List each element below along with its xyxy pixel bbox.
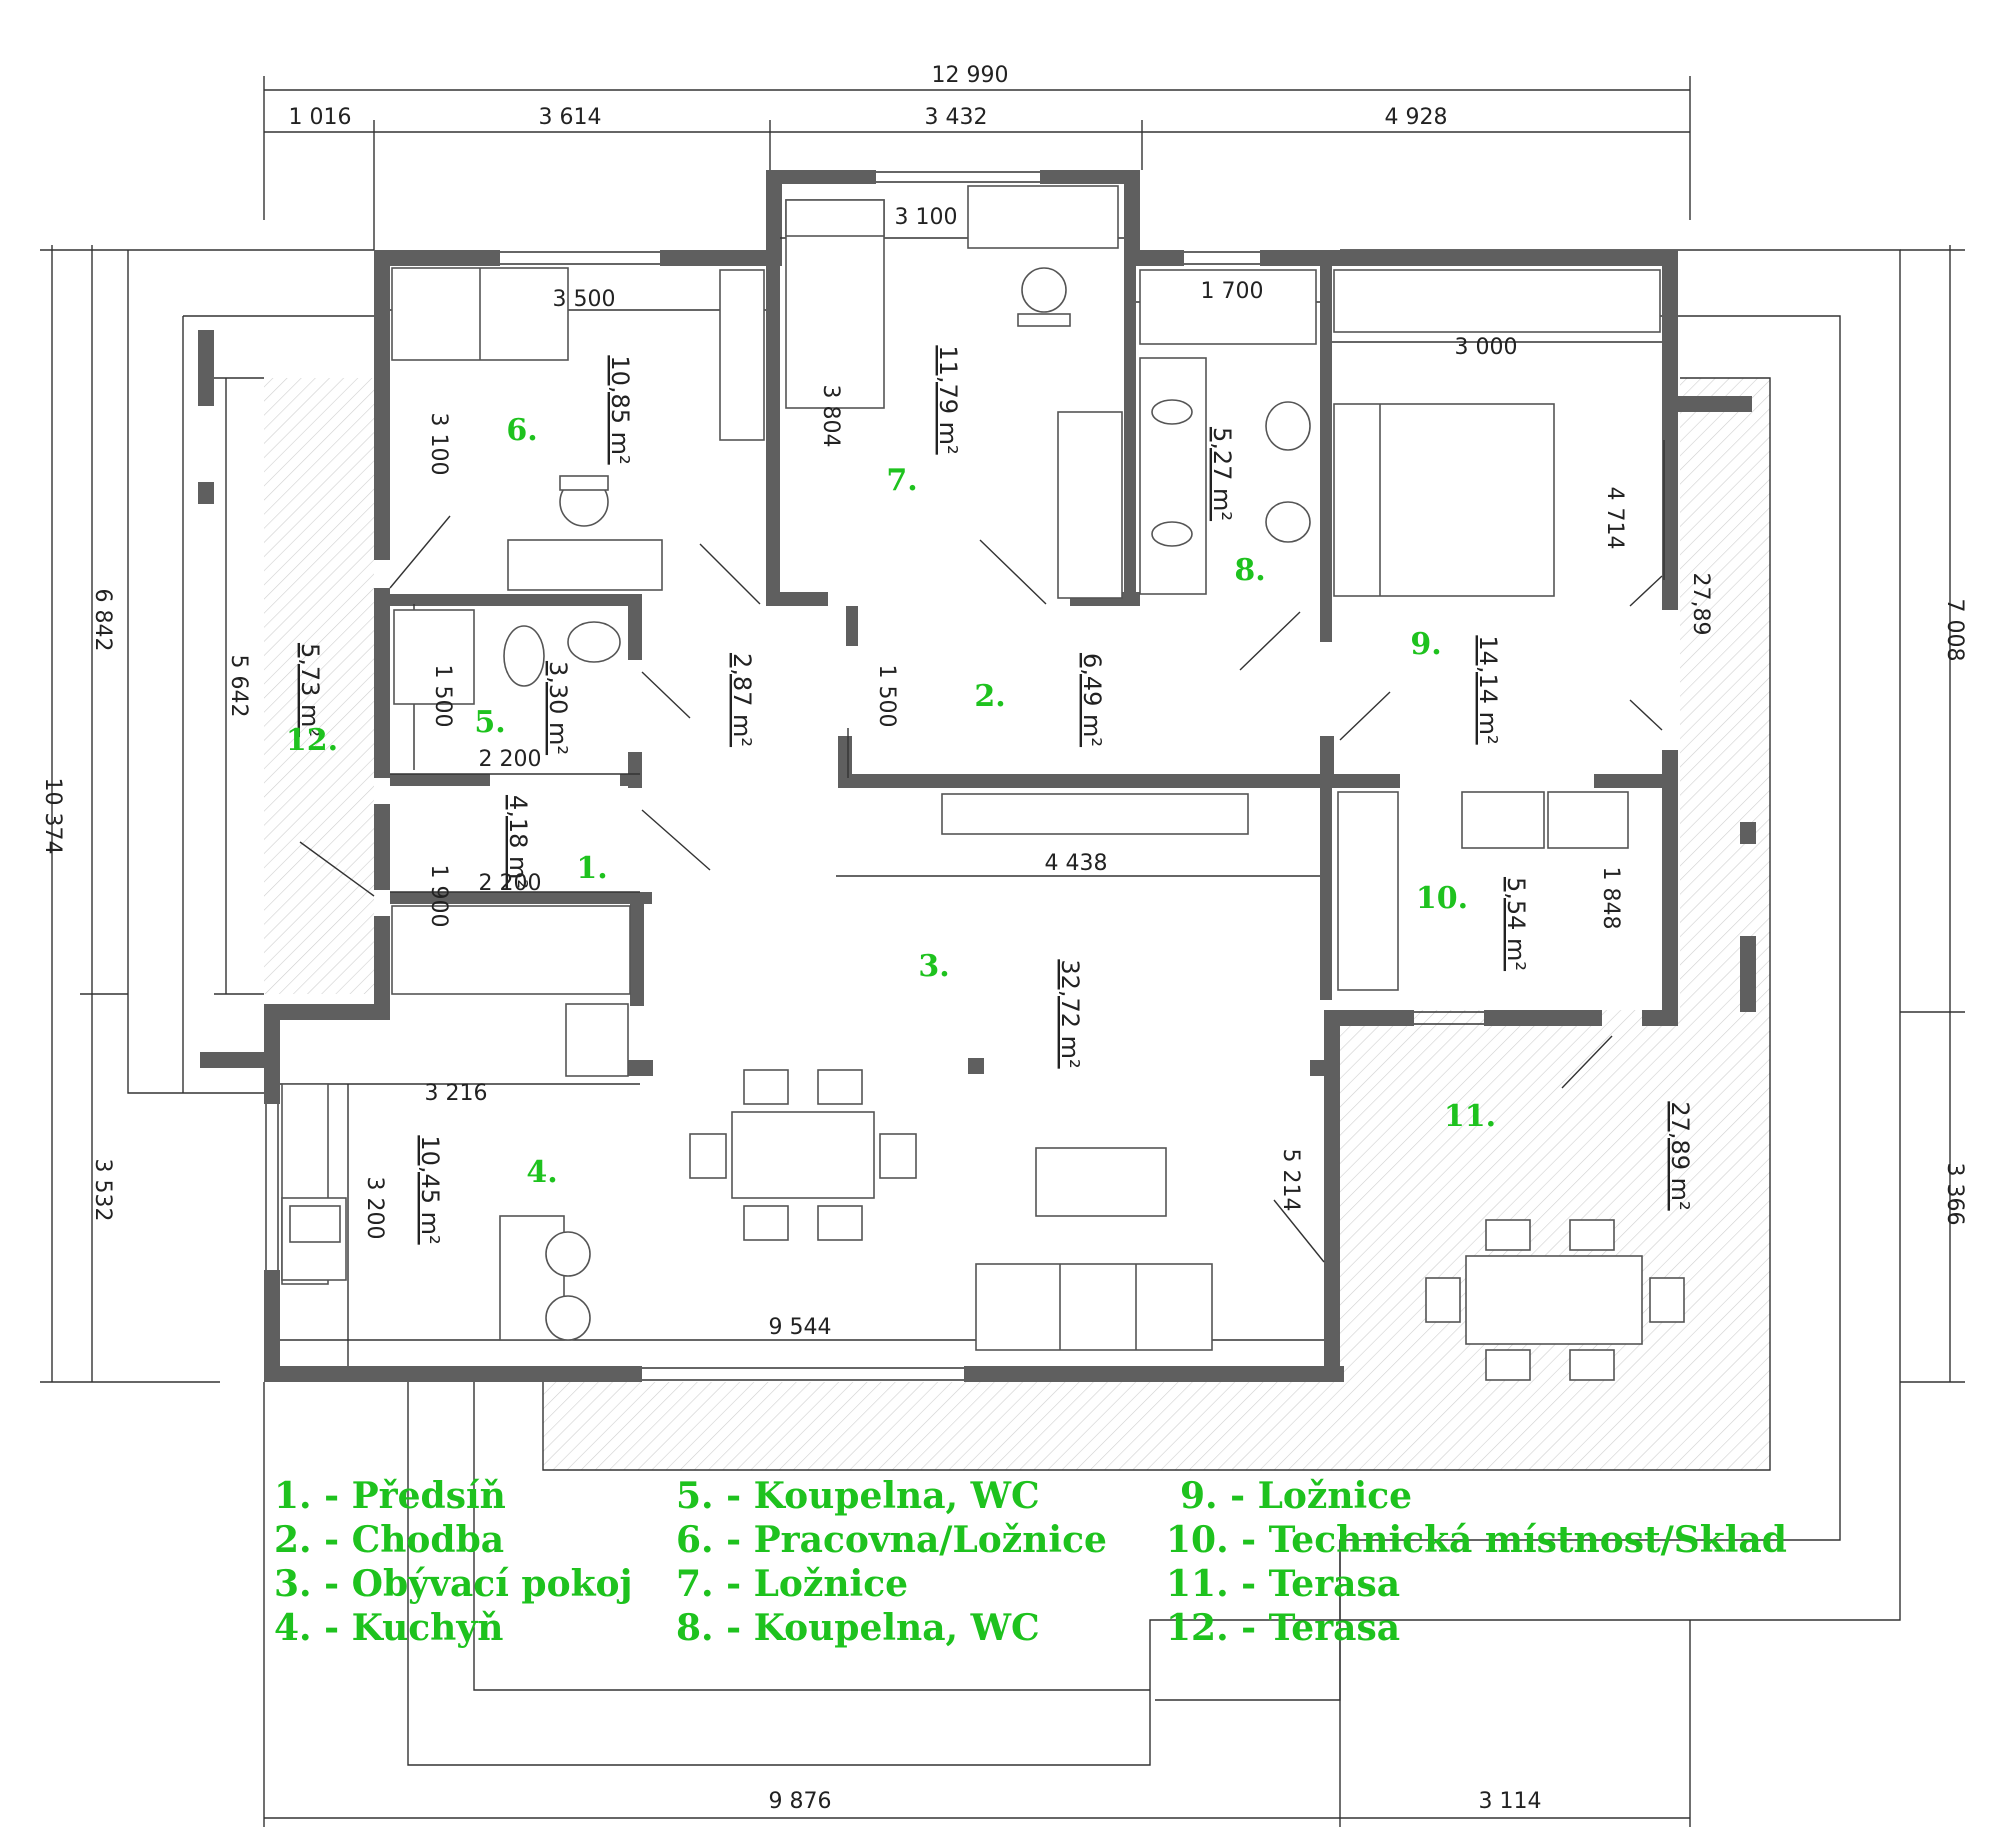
dim-room4-height: 3 200 <box>362 1177 387 1240</box>
dim-top-4: 4 928 <box>1385 105 1448 130</box>
dim-right-2: 3 366 <box>1942 1163 1967 1226</box>
dim-left-2: 3 532 <box>90 1159 115 1222</box>
site-outline-3 <box>182 315 374 1093</box>
terrace-11-hatch <box>543 378 1770 1470</box>
area-room12: 5,73 m² <box>296 643 324 737</box>
dim-top-1: 1 016 <box>289 105 352 130</box>
legend-item-4: 4. - Kuchyň <box>274 1607 503 1649</box>
dim-room8-width: 1 700 <box>1201 279 1264 304</box>
site-outline <box>127 249 374 1094</box>
room-number-3: 3. <box>918 949 949 984</box>
area-room3: 32,72 m² <box>1056 959 1084 1068</box>
dim-right-1: 7 008 <box>1942 599 1967 662</box>
legend-item-10: 10. - Technická místnost/Sklad <box>1166 1519 1787 1561</box>
dim-left-total: 10 374 <box>40 778 65 855</box>
room-number-11: 11. <box>1444 1099 1496 1134</box>
legend-item-1: 1. - Předsíň <box>274 1475 506 1517</box>
area-room1: 4,18 m² <box>504 795 532 889</box>
area-room10: 5,54 m² <box>1502 877 1530 971</box>
legend-item-6: 6. - Pracovna/Ložnice <box>676 1519 1107 1561</box>
legend-item-3: 3. - Obývací pokoj <box>274 1563 633 1605</box>
legend-item-9: 9. - Ložnice <box>1180 1475 1412 1517</box>
dim-room7-width: 3 100 <box>895 205 958 230</box>
room-number-12: 12. <box>286 723 338 758</box>
area-room7: 11,79 m² <box>934 345 962 454</box>
room-number-2: 2. <box>974 679 1005 714</box>
dim-top-total: 12 990 <box>932 63 1009 88</box>
area-room11: 27,89 m² <box>1666 1101 1694 1210</box>
area-room5: 3,30 m² <box>544 661 572 755</box>
legend-item-5: 5. - Koupelna, WC <box>676 1475 1040 1517</box>
walls <box>200 170 1752 1382</box>
windows <box>265 171 1665 1381</box>
dim-room1-width: 2 200 <box>479 871 542 896</box>
furniture <box>198 185 1756 1381</box>
dim-room7-height: 3 804 <box>818 385 843 448</box>
dim-room9-width: 3 000 <box>1455 335 1518 360</box>
dim-top-3: 3 432 <box>925 105 988 130</box>
dim-room5-width: 2 200 <box>479 747 542 772</box>
dim-left-1: 6 842 <box>90 589 115 652</box>
dim-bottom-1: 9 876 <box>769 1789 832 1814</box>
dim-room4-width: 3 216 <box>425 1081 488 1106</box>
dim-room2-height: 1 500 <box>874 665 899 728</box>
site-outline-4 <box>1155 315 1841 1701</box>
terrace-12-hatch <box>264 378 374 994</box>
area-room8: 5,27 m² <box>1208 427 1236 521</box>
room-number-8: 8. <box>1234 553 1265 588</box>
doors <box>299 515 1663 1263</box>
dim-bottom-2: 3 114 <box>1479 1789 1542 1814</box>
room-number-4: 4. <box>526 1155 557 1190</box>
dim-room6-height: 3 100 <box>426 413 451 476</box>
room-legend: 1. - Předsíň 2. - Chodba 3. - Obývací po… <box>274 1475 1787 1649</box>
dim-room9-height: 4 714 <box>1602 487 1627 550</box>
area-labels: 10,85 m² 11,79 m² 5,27 m² 14,14 m² 3,30 … <box>296 345 1694 1244</box>
dim-room3-height: 5 214 <box>1278 1149 1303 1212</box>
area-room2: 6,49 m² <box>1078 653 1106 747</box>
room-number-9: 9. <box>1410 627 1441 662</box>
area-corridor: 2,87 m² <box>728 653 756 747</box>
legend-item-12: 12. - Terasa <box>1166 1607 1400 1649</box>
dim-room1-height: 1 900 <box>426 865 451 928</box>
dim-room5-height: 1 500 <box>430 665 455 728</box>
room-number-10: 10. <box>1416 881 1468 916</box>
legend-item-7: 7. - Ložnice <box>676 1563 908 1605</box>
dim-living-bottom: 9 544 <box>769 1315 832 1340</box>
dim-room10-height: 1 848 <box>1598 867 1623 930</box>
area-room6: 10,85 m² <box>606 355 634 464</box>
site-outline-5 <box>473 1382 1150 1691</box>
room-number-6: 6. <box>506 413 537 448</box>
dim-room6-width: 3 500 <box>553 287 616 312</box>
room-number-1: 1. <box>576 851 607 886</box>
legend-item-2: 2. - Chodba <box>274 1519 504 1561</box>
legend-item-8: 8. - Koupelna, WC <box>676 1607 1040 1649</box>
dim-room3-width: 4 438 <box>1045 851 1108 876</box>
room-number-7: 7. <box>886 463 917 498</box>
legend-item-11: 11. - Terasa <box>1166 1563 1400 1605</box>
dim-left-inner: 5 642 <box>226 655 251 718</box>
dim-top-2: 3 614 <box>539 105 602 130</box>
terrace-11-outline <box>542 377 1771 1471</box>
room-number-5: 5. <box>474 705 505 740</box>
dimension-labels: 12 990 1 016 3 614 3 432 4 928 9 876 3 1… <box>40 63 1967 1814</box>
room-numbers: 6. 7. 8. 9. 2. 5. 12. 1. 10. 3. 11. 4. <box>286 413 1496 1190</box>
area-room9: 14,14 m² <box>1474 635 1502 744</box>
area-room4: 10,45 m² <box>416 1135 444 1244</box>
dim-terrace11-side: 27,89 <box>1688 573 1713 636</box>
